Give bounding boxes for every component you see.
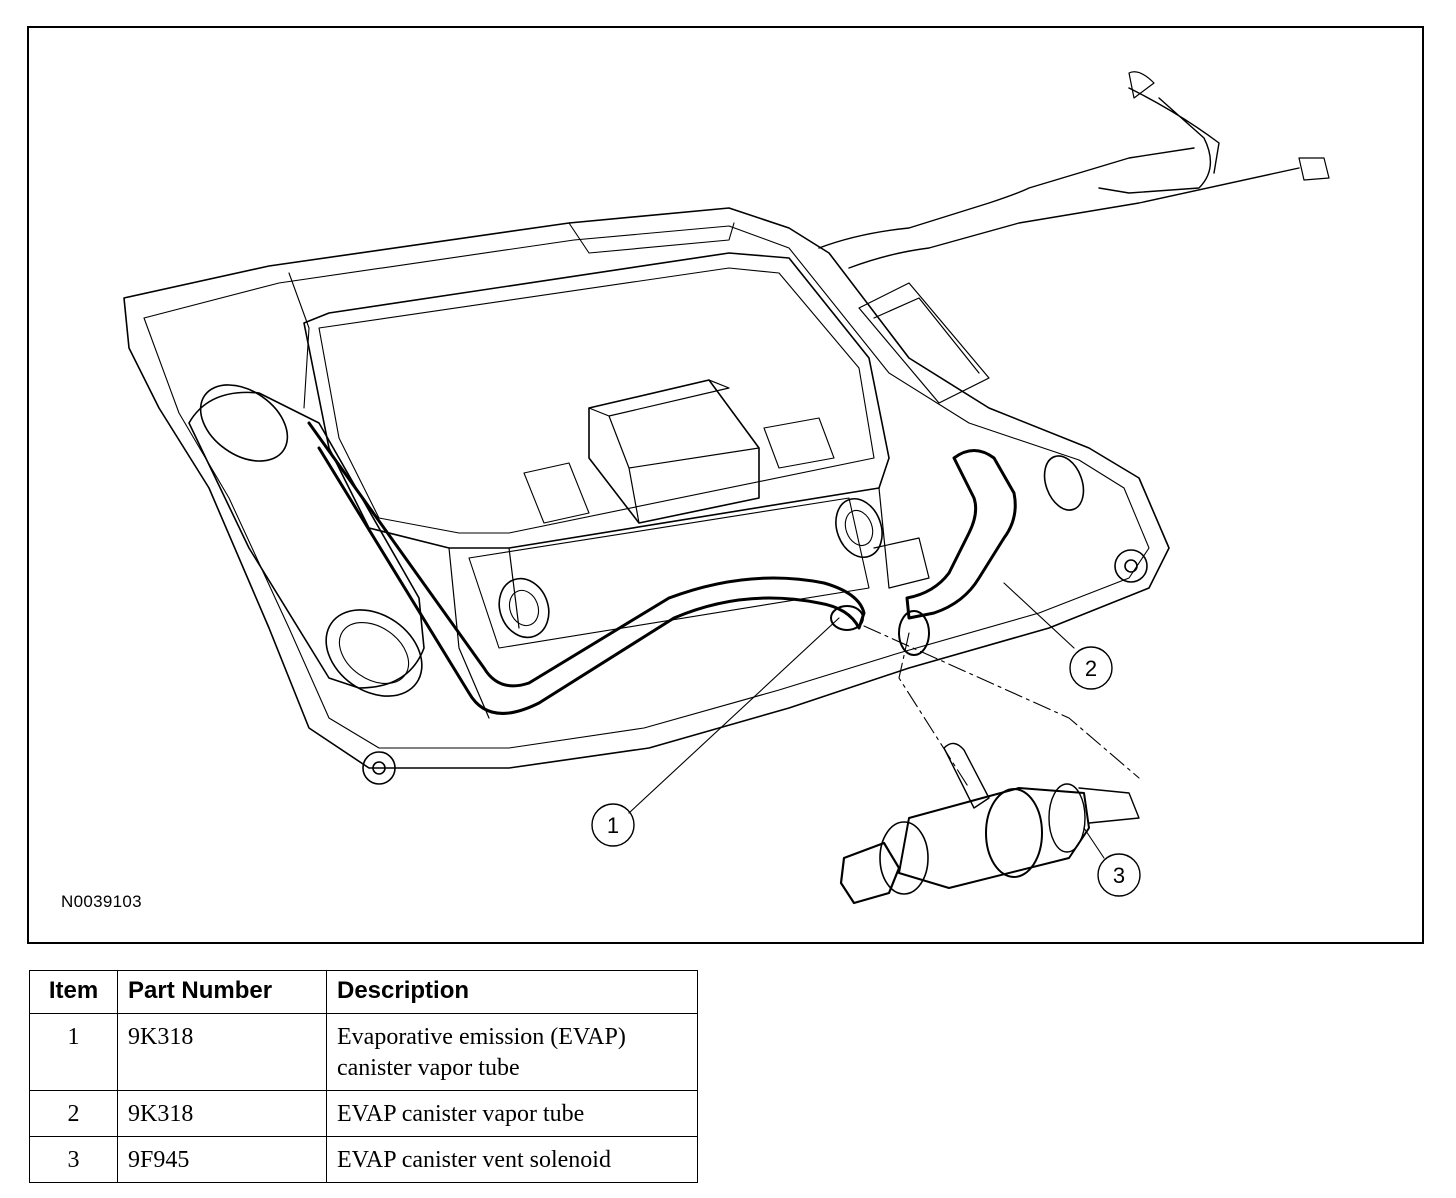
callout-3: 3 (1097, 853, 1141, 897)
description-line: EVAP canister vent solenoid (337, 1147, 611, 1173)
row-part-number: 9K318 (117, 1090, 327, 1137)
evap-canister-illustration: 1 2 3 (123, 71, 1330, 905)
description-line: canister vapor tube (337, 1055, 520, 1081)
table-row: 3 9F945 EVAP canister vent solenoid (29, 1136, 698, 1183)
header-description: Description (326, 970, 698, 1014)
vapor-tube-1 (307, 421, 866, 715)
row-description: Evaporative emission (EVAP) canister vap… (326, 1013, 698, 1091)
leader-line-1 (628, 617, 840, 814)
leader-line-2 (1003, 582, 1075, 649)
connector-bracket (858, 282, 990, 404)
row-part-number: 9K318 (117, 1013, 327, 1091)
diagram-frame: 1 2 3 N0039103 (27, 26, 1424, 944)
description-line: EVAP canister vapor tube (337, 1101, 585, 1127)
row-description: EVAP canister vent solenoid (326, 1136, 698, 1183)
parts-table: Item Part Number Description 1 9K318 Eva… (29, 970, 698, 1183)
header-part-number: Part Number (117, 970, 327, 1014)
header-item: Item (29, 970, 118, 1014)
left-cylinder (188, 391, 425, 689)
leader-line-3 (1083, 827, 1105, 859)
figure-id-label: N0039103 (61, 892, 142, 911)
callout-2-label: 2 (1085, 656, 1097, 681)
row-part-number: 9F945 (117, 1136, 327, 1183)
row-description: EVAP canister vapor tube (326, 1090, 698, 1137)
vapor-tube-2 (905, 449, 1017, 620)
canister-housing (303, 252, 890, 549)
callout-2: 2 (1069, 646, 1113, 690)
row-item: 3 (29, 1136, 118, 1183)
canister-base-plate (123, 207, 1170, 769)
description-line: Evaporative emission (EVAP) (337, 1024, 626, 1050)
mount-hole-left (362, 751, 396, 785)
port-left (498, 577, 550, 639)
table-row: 2 9K318 EVAP canister vapor tube (29, 1090, 698, 1137)
table-row: 1 9K318 Evaporative emission (EVAP) cani… (29, 1013, 698, 1091)
row-item: 2 (29, 1090, 118, 1137)
table-header-row: Item Part Number Description (29, 970, 698, 1014)
callout-1-label: 1 (607, 813, 619, 838)
mount-hole-right (1114, 549, 1148, 583)
callout-1: 1 (591, 803, 635, 847)
vapor-lines (818, 87, 1300, 269)
row-item: 1 (29, 1013, 118, 1091)
vent-solenoid-drawing (839, 742, 1140, 905)
port-right (835, 498, 883, 558)
alignment-lines (863, 625, 1140, 789)
callout-3-label: 3 (1113, 863, 1125, 888)
